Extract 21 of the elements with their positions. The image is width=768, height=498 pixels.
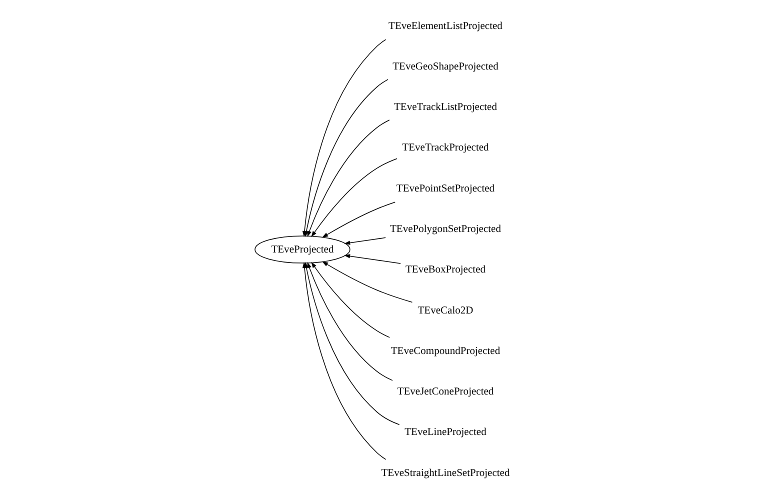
arrow bbox=[304, 78, 388, 237]
node-text: TEveCalo2D bbox=[417, 304, 473, 316]
node-text: TEveElementListProjected bbox=[388, 20, 502, 32]
arrow bbox=[306, 119, 390, 236]
arrow bbox=[344, 254, 400, 264]
node-text: TEveStraightLineSetProjected bbox=[380, 467, 510, 478]
node-text: TEveTrackProjected bbox=[402, 142, 488, 154]
node-text: TEveJetConeProjected bbox=[396, 386, 494, 398]
node-text: TEveBoxProjected bbox=[404, 264, 486, 276]
node-text: TEvePointSetProjected bbox=[396, 182, 494, 194]
arrow bbox=[322, 260, 412, 302]
arrow bbox=[322, 201, 395, 238]
node-text: TEveTrackListProjected bbox=[394, 102, 496, 113]
arrow bbox=[310, 158, 397, 237]
node-text: TEveCompoundProjected bbox=[390, 345, 500, 356]
arrow bbox=[306, 262, 392, 380]
node-text: TEvePolygonSetProjected bbox=[390, 223, 500, 234]
node-text: TEveGeoShapeProjected bbox=[392, 60, 498, 72]
node-text: TEveLineProjected bbox=[404, 426, 486, 438]
arrow bbox=[310, 261, 390, 338]
arrow bbox=[344, 236, 386, 244]
